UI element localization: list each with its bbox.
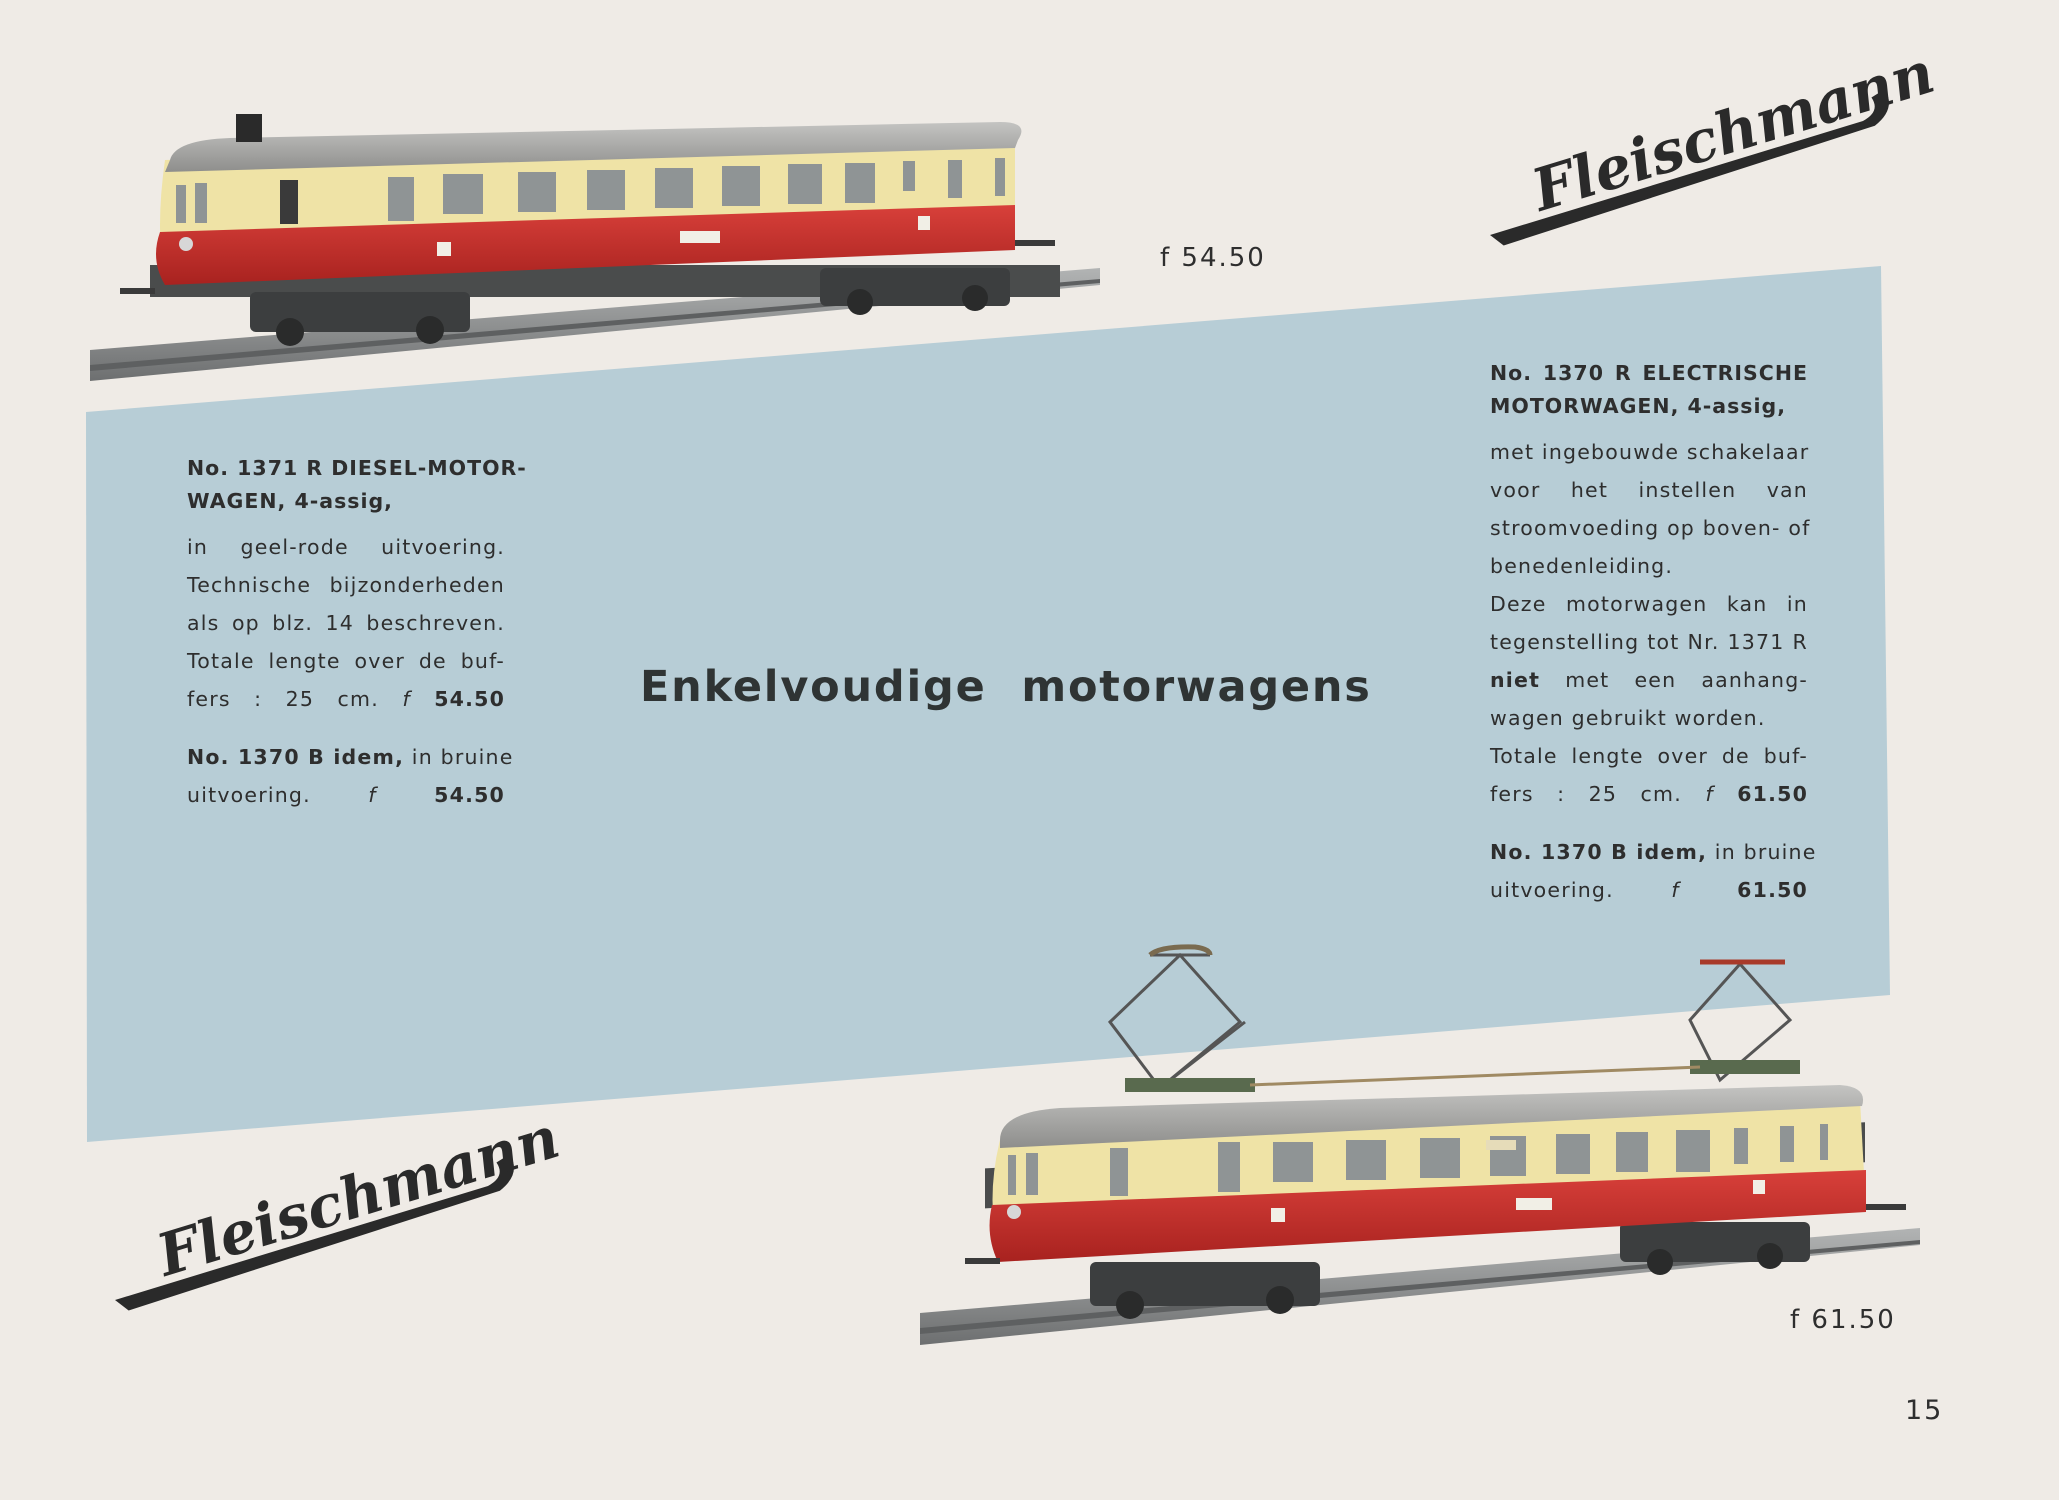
price: f 54.50 [368, 783, 505, 807]
page-number: 15 [1905, 1395, 1944, 1426]
description-line: voor het instellen van [1490, 478, 1808, 502]
product-heading-line2: MOTORWAGEN, 4-assig, [1490, 394, 1786, 418]
variant-line: No. 1370 B idem, in bruine [1490, 840, 1817, 864]
variant-number: No. 1370 B idem, [1490, 840, 1708, 864]
price: f 61.50 [1671, 878, 1808, 902]
blue-background-panel [86, 266, 1890, 1142]
price-label-diesel: f 54.50 [1160, 243, 1266, 273]
price: f 54.50 [402, 687, 506, 711]
svg-text:Fleischmann: Fleischmann [1523, 38, 1942, 225]
variant-line: No. 1370 B idem, in bruine [187, 745, 514, 769]
variant-price-line: uitvoering. f 54.50 [187, 783, 505, 807]
description-line: Totale lengte over de buf- [187, 649, 505, 673]
description-line: stroomvoeding op boven- of [1490, 516, 1811, 540]
description-line: Deze motorwagen kan in [1490, 592, 1808, 616]
product-heading-line2: WAGEN, 4-assig, [187, 489, 393, 513]
variant-price-line: uitvoering. f 61.50 [1490, 878, 1808, 902]
description-line: Totale lengte over de buf- [1490, 744, 1808, 768]
product-heading: No. 1370 R ELECTRISCHE [1490, 361, 1808, 385]
price-label-electric: f 61.50 [1790, 1305, 1896, 1335]
price: f 61.50 [1705, 782, 1809, 806]
description-line: wagen gebruikt worden. [1490, 706, 1766, 730]
description-line: als op blz. 14 beschreven. [187, 611, 505, 635]
page-title: Enkelvoudige motorwagens [640, 662, 1372, 712]
variant-number: No. 1370 B idem, [187, 745, 405, 769]
product-heading: No. 1371 R DIESEL-MOTOR- [187, 456, 527, 480]
length-text: fers : 25 cm. [187, 687, 379, 711]
description-line: niet met een aanhang- [1490, 668, 1808, 692]
description-line: Technische bijzonderheden [187, 573, 505, 597]
diesel-railcar-image [90, 114, 1100, 381]
description-line: in geel-rode uitvoering. [187, 535, 505, 559]
electric-railcar-image [920, 944, 1920, 1345]
length-price-line: fers : 25 cm. f 54.50 [187, 680, 505, 718]
fleischmann-logo-top: Fleischmann [1490, 38, 1942, 246]
electric-railcar-description: No. 1370 R ELECTRISCHE MOTORWAGEN, 4-ass… [1490, 357, 1817, 909]
description-line: benedenleiding. [1490, 554, 1674, 578]
description-line: tegenstelling tot Nr. 1371 R [1490, 630, 1808, 654]
length-price-line: fers : 25 cm. f 61.50 [1490, 782, 1809, 806]
diesel-railcar-description: No. 1371 R DIESEL-MOTOR- WAGEN, 4-assig,… [187, 452, 527, 814]
description-line: met ingebouwde schakelaar [1490, 440, 1810, 464]
